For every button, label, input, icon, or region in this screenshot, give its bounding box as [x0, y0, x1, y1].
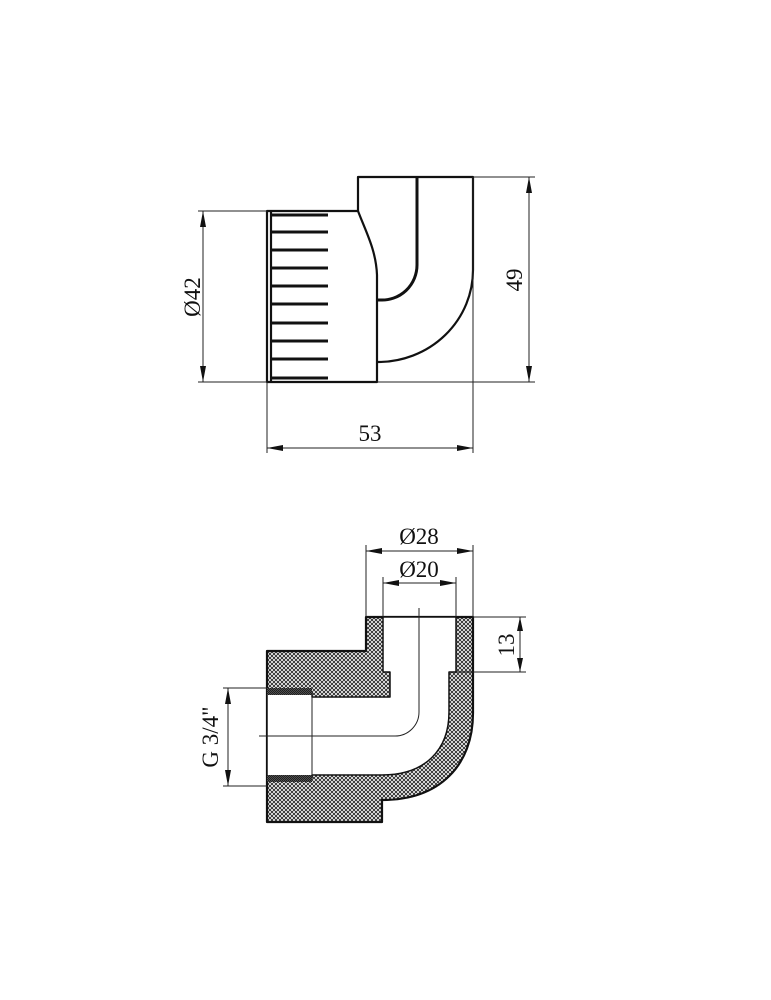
- centerline: [259, 608, 420, 737]
- dim-label-diameter-42: Ø42: [180, 277, 205, 317]
- dim-label-diameter-20: Ø20: [399, 557, 439, 582]
- thread-top: [267, 688, 312, 695]
- dim-label-depth-13: 13: [494, 634, 519, 657]
- dimension-depth-13: 13: [456, 616, 526, 673]
- dim-label-length-53: 53: [359, 421, 382, 446]
- dim-label-diameter-28: Ø28: [399, 524, 439, 549]
- section-openings: [266, 616, 457, 779]
- elbow-top-view: [265, 175, 475, 384]
- body-outline: [265, 209, 379, 384]
- inner-bore-line: [377, 177, 419, 302]
- dimension-diameter-28: Ø28: [365, 524, 474, 617]
- elbow-section-view: [259, 608, 475, 824]
- dimension-height-49: 49: [377, 176, 535, 383]
- dimension-diameter-20: Ø20: [382, 557, 457, 617]
- dimension-length-53: 53: [266, 177, 474, 453]
- ribs: [271, 213, 328, 380]
- dim-label-thread: G 3/4": [198, 706, 223, 767]
- dimension-diameter-42: Ø42: [180, 210, 267, 383]
- thread-bottom: [267, 775, 312, 782]
- dimension-thread: G 3/4": [198, 687, 267, 787]
- dim-label-height-49: 49: [502, 269, 527, 292]
